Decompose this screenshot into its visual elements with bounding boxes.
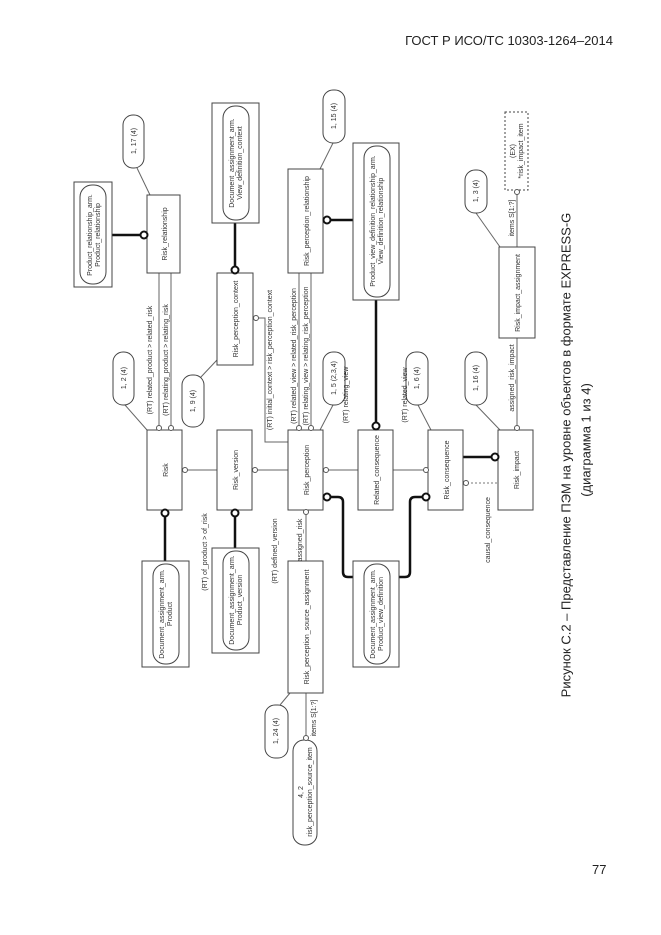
- attr-label: (RT) relating_view > relating_risk_perce…: [303, 286, 310, 425]
- ref-view-definition-context[interactable]: Document_assignment_arm. View_definition…: [211, 102, 260, 224]
- svg-text:1, 9 (4): 1, 9 (4): [190, 390, 197, 412]
- attr-label: items S[1:?]: [509, 199, 516, 236]
- svg-text:1, 24 (4): 1, 24 (4): [273, 718, 280, 744]
- attr-label: (RT) relating_view: [343, 366, 350, 424]
- ref-product[interactable]: Document_assignment_arm. Product: [141, 560, 190, 668]
- entity-label: Risk_version: [233, 450, 240, 490]
- ref-label: *risk_impact_item: [518, 123, 525, 178]
- ref-risk-perception-source-item[interactable]: 4, 2 risk_perception_source_item: [292, 739, 318, 846]
- attribute-labels: (RT) related_product > related_risk (RT)…: [147, 199, 516, 736]
- entity-label: Risk_perception: [304, 445, 311, 495]
- attr-label: (RT) of_product > of_risk: [202, 513, 209, 591]
- entity-risk-perception-source-assignment[interactable]: Risk_perception_source_assignment: [287, 560, 324, 694]
- document-header: ГОСТ Р ИСО/ТС 10303-1264–2014: [405, 33, 613, 48]
- entity-label: Risk_relationship: [162, 207, 169, 260]
- entity-label: Risk_perception_source_assignment: [304, 570, 311, 685]
- entity-label: Risk_impact_assignment: [515, 254, 522, 332]
- attr-label: assigned_risk: [297, 518, 304, 561]
- entity-label: Risk_perception_relationship: [304, 176, 311, 266]
- ref-label: (EX): [510, 144, 517, 158]
- svg-text:1, 17 (4): 1, 17 (4): [131, 128, 138, 154]
- entity-risk[interactable]: Risk: [146, 429, 183, 511]
- entity-risk-perception-relationship[interactable]: Risk_perception_relationship: [287, 168, 324, 274]
- attr-label: causal_consequence: [485, 497, 492, 563]
- entity-risk-perception[interactable]: Risk_perception: [287, 429, 324, 511]
- ref-label: View_definition_context: [237, 126, 244, 199]
- page-ref-oval: 1, 2 (4): [112, 351, 135, 406]
- page-ref-oval: 1, 15 (4): [322, 89, 346, 144]
- ref-label: Document_assignment_arm.: [229, 555, 236, 645]
- attr-label: (RT) related_product > related_risk: [147, 305, 154, 414]
- page-number: 77: [592, 862, 607, 877]
- entity-label: Risk: [163, 463, 170, 477]
- page-ref-oval: 1, 6 (4): [405, 351, 429, 406]
- ref-label: risk_perception_source_item: [307, 747, 314, 837]
- entity-risk-perception-context[interactable]: Risk_perception_context: [216, 272, 254, 366]
- reference-lines: [112, 218, 496, 579]
- attr-label: (RT) related_view > related_risk_percept…: [291, 288, 298, 424]
- page-ref-oval: 1, 3 (4): [464, 169, 488, 214]
- ref-product-view-definition[interactable]: Document_assignment_arm. Product_view_de…: [352, 560, 400, 668]
- entity-risk-impact[interactable]: Risk_impact: [497, 429, 534, 511]
- relationship-lines: [124, 142, 518, 740]
- attr-label: (RT) relating_product > relating_risk: [163, 304, 170, 416]
- attr-label: assigned_risk_impact: [509, 344, 516, 411]
- entity-label: Risk_impact: [514, 451, 521, 489]
- page-ref-oval: 1, 17 (4): [122, 114, 145, 169]
- page-ref-oval: 1, 5 (2,3,4): [322, 351, 346, 406]
- entity-risk-impact-assignment[interactable]: Risk_impact_assignment: [498, 246, 536, 339]
- svg-text:1, 16 (4): 1, 16 (4): [473, 365, 480, 391]
- entity-label: Risk_consequence: [444, 440, 451, 499]
- ref-label: Product_relationship: [95, 203, 102, 267]
- ref-label: Product: [167, 602, 174, 626]
- entity-label: Related_consequence: [374, 435, 381, 505]
- entity-risk-consequence[interactable]: Risk_consequence: [427, 429, 464, 511]
- ref-label: Product_view_definition_relationship_arm…: [370, 155, 377, 287]
- attr-label: items S[1:?]: [311, 699, 318, 736]
- entity-related-consequence[interactable]: Related_consequence: [357, 429, 394, 511]
- ref-label: View_definition_relationship: [378, 178, 385, 265]
- ref-product-version[interactable]: Document_assignment_arm. Product_version: [211, 547, 260, 654]
- ref-label: Document_assignment_arm.: [370, 569, 377, 659]
- ref-label: Document_assignment_arm.: [229, 118, 236, 208]
- ref-label: Product_view_definition: [378, 577, 385, 651]
- attr-label: (RT) defined_version: [272, 518, 279, 583]
- page-ref-oval: 1, 24 (4): [264, 704, 289, 759]
- svg-text:1, 3 (4): 1, 3 (4): [473, 180, 480, 202]
- page-ref-oval: 1, 16 (4): [464, 351, 488, 406]
- attr-label: (RT) related_view: [402, 367, 409, 423]
- page-ref-oval: 1, 9 (4): [181, 374, 205, 428]
- ref-risk-impact-item[interactable]: (EX) *risk_impact_item: [504, 111, 529, 191]
- svg-text:1, 2 (4): 1, 2 (4): [121, 367, 128, 389]
- svg-text:1, 5 (2,3,4): 1, 5 (2,3,4): [331, 361, 338, 395]
- svg-text:1, 15 (4): 1, 15 (4): [331, 103, 338, 129]
- ref-label: Product_version: [237, 575, 244, 626]
- ref-label: Document_assignment_arm.: [159, 569, 166, 659]
- entity-risk-relationship[interactable]: Risk_relationship: [146, 194, 181, 274]
- entity-label: Risk_perception_context: [233, 281, 240, 358]
- ref-product-relationship[interactable]: Product_relationship_arm. Product_relati…: [73, 181, 113, 288]
- attr-label: (RT) initial_context > risk_perception_c…: [267, 290, 274, 430]
- svg-text:1, 6 (4): 1, 6 (4): [414, 367, 421, 389]
- ref-label: Product_relationship_arm.: [87, 194, 94, 276]
- ref-label: 4, 2: [298, 786, 305, 798]
- ref-pvd-relationship[interactable]: Product_view_definition_relationship_arm…: [352, 142, 400, 301]
- entity-risk-version[interactable]: Risk_version: [216, 429, 253, 511]
- relation-end-circles: [139, 189, 520, 741]
